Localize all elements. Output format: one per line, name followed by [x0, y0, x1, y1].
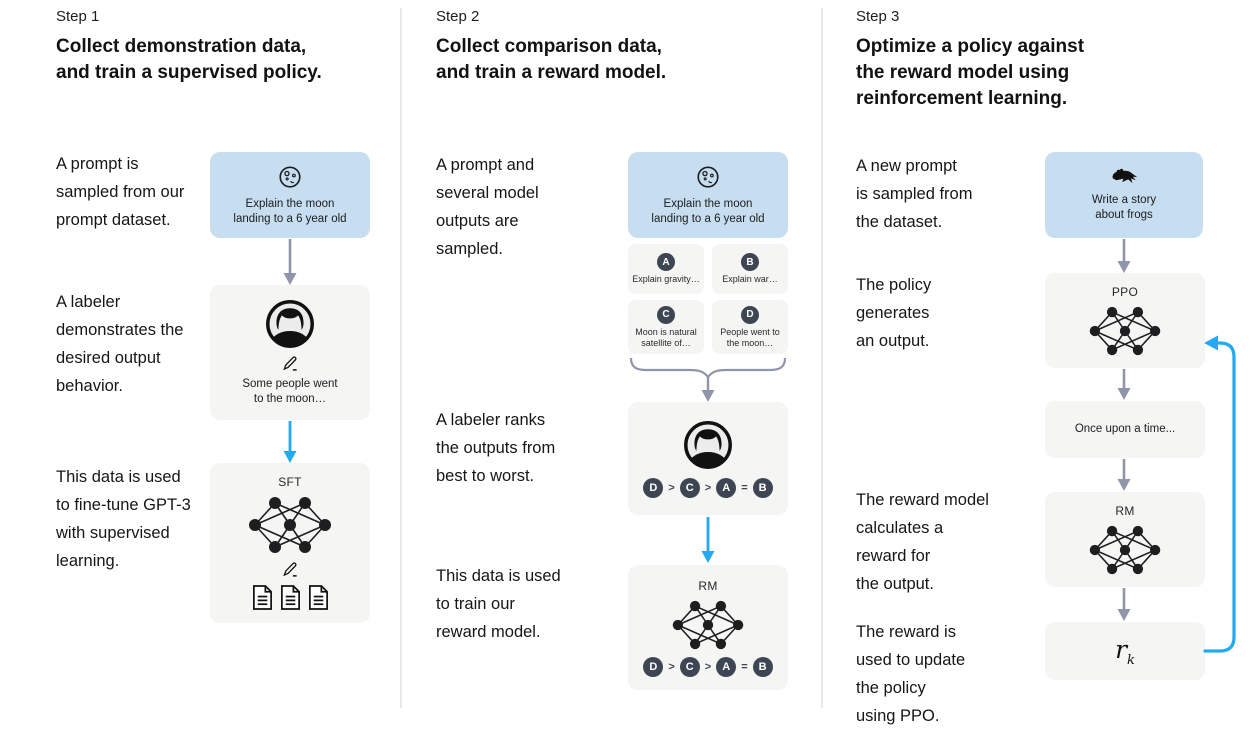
output-box-c: C Moon is natural satellite of…	[628, 300, 704, 354]
step1-header: Step 1 Collect demonstration data, and t…	[56, 8, 386, 86]
step2-header: Step 2 Collect comparison data, and trai…	[436, 8, 776, 86]
output-text-d: People went to the moon…	[720, 326, 780, 348]
rank-badge: C	[679, 656, 700, 677]
step2-prompt-text: Explain the moon landing to a 6 year old	[651, 197, 765, 225]
step3-output-box: Once upon a time...	[1045, 401, 1205, 458]
step3-caption-new-prompt: A new prompt is sampled from the dataset…	[856, 157, 973, 231]
step1-caption-finetune: This data is used to fine-tune GPT-3 wit…	[56, 468, 191, 570]
rank-badge: A	[716, 656, 737, 677]
rank-badge: B	[752, 656, 773, 677]
down-arrow-blue-icon	[282, 421, 298, 468]
merge-brace-arrow-icon	[628, 356, 788, 407]
output-text-b: Explain war…	[722, 274, 778, 284]
step1-prompt-text: Explain the moon landing to a 6 year old	[233, 197, 347, 225]
rank-separator: >	[704, 482, 712, 494]
output-box-b: B Explain war…	[712, 244, 788, 294]
step3-caption-update: The reward is used to update the policy …	[856, 623, 966, 725]
down-arrow-blue-icon	[700, 517, 716, 568]
output-badge-a: A	[657, 253, 675, 271]
labeler-avatar-icon	[682, 419, 734, 471]
step3-prompt-box: Write a story about frogs	[1045, 152, 1203, 238]
step2-caption-train: This data is used to train our reward mo…	[436, 567, 561, 641]
step1-label: Step 1	[56, 8, 100, 25]
step2-caption-sampled: A prompt and several model outputs are s…	[436, 156, 539, 258]
moon-icon	[277, 164, 303, 190]
step3-title: Optimize a policy against the reward mod…	[856, 36, 1085, 109]
step2-caption-ranks: A labeler ranks the outputs from best to…	[436, 411, 556, 485]
rank-badge: D	[643, 478, 664, 498]
down-arrow-gray-icon	[282, 239, 298, 290]
step1-prompt-box: Explain the moon landing to a 6 year old	[210, 152, 370, 238]
step3-caption-policy: The policy generates an output.	[856, 276, 932, 350]
step2-prompt-box: Explain the moon landing to a 6 year old	[628, 152, 788, 238]
rank-separator: =	[741, 660, 748, 673]
step1-caption-prompt: A prompt is sampled from our prompt data…	[56, 155, 185, 229]
output-badge-b: B	[741, 253, 759, 271]
documents-icon	[251, 584, 330, 611]
output-box-a: A Explain gravity…	[628, 244, 704, 294]
column-divider	[821, 8, 823, 708]
rm-label: RM	[698, 578, 718, 593]
step3-header: Step 3 Optimize a policy against the rew…	[856, 8, 1186, 112]
reward-value: rk	[1115, 634, 1135, 668]
step1-labeler-box: Some people went to the moon…	[210, 285, 370, 420]
step3-output-text: Once upon a time...	[1074, 423, 1176, 435]
pencil-icon	[282, 561, 299, 578]
moon-icon	[695, 164, 721, 190]
labeler-avatar-icon	[264, 298, 316, 350]
rank-separator: =	[741, 482, 748, 494]
down-arrow-gray-icon	[1116, 369, 1132, 405]
column-divider	[400, 8, 402, 708]
ranking-row: D > C > A = B	[643, 478, 773, 498]
rank-separator: >	[668, 482, 675, 494]
output-text-a: Explain gravity…	[632, 274, 700, 284]
step2-title: Collect comparison data, and train a rew…	[436, 36, 667, 83]
pencil-icon	[282, 355, 299, 372]
rank-badge: C	[679, 478, 700, 498]
step1-sft-box: SFT	[210, 463, 370, 623]
output-badge-c: C	[657, 305, 675, 324]
output-box-d: D People went to the moon…	[712, 300, 788, 354]
rank-badge: D	[643, 656, 664, 677]
sft-label: SFT	[278, 475, 302, 489]
step1-caption-labeler: A labeler demonstrates the desired outpu…	[56, 293, 184, 395]
down-arrow-gray-icon	[1116, 459, 1132, 496]
step2-label: Step 2	[436, 8, 480, 25]
step3-rm-box: RM	[1045, 492, 1205, 587]
frog-icon	[1109, 167, 1139, 186]
step3-reward-box: rk	[1045, 622, 1205, 680]
step1-title: Collect demonstration data, and train a …	[56, 36, 322, 83]
step3-caption-reward: The reward model calculates a reward for…	[856, 491, 989, 593]
ranking-row: D > C > A = B	[643, 656, 773, 677]
step2-labeler-box: D > C > A = B	[628, 402, 788, 515]
neural-network-icon	[247, 495, 333, 555]
step3-label: Step 3	[856, 8, 900, 25]
step3-ppo-box: PPO	[1045, 273, 1205, 368]
output-text-c: Moon is natural satellite of…	[635, 326, 697, 348]
rank-badge: A	[716, 478, 737, 498]
output-badge-d: D	[741, 305, 759, 324]
step3-prompt-text: Write a story about frogs	[1091, 194, 1157, 221]
step1-demo-text: Some people went to the moon…	[242, 378, 338, 405]
down-arrow-gray-icon	[1116, 239, 1132, 278]
feedback-loop-arrow-icon	[1201, 329, 1247, 670]
rm-label: RM	[1115, 503, 1135, 518]
step2-rm-box: RM D > C > A	[628, 565, 788, 690]
rank-separator: >	[668, 660, 675, 673]
down-arrow-gray-icon	[1116, 588, 1132, 626]
rank-separator: >	[704, 660, 712, 673]
ppo-label: PPO	[1111, 284, 1139, 299]
neural-network-icon	[671, 599, 745, 651]
neural-network-icon	[1088, 524, 1162, 576]
neural-network-icon	[1088, 305, 1162, 357]
rank-badge: B	[752, 478, 773, 498]
